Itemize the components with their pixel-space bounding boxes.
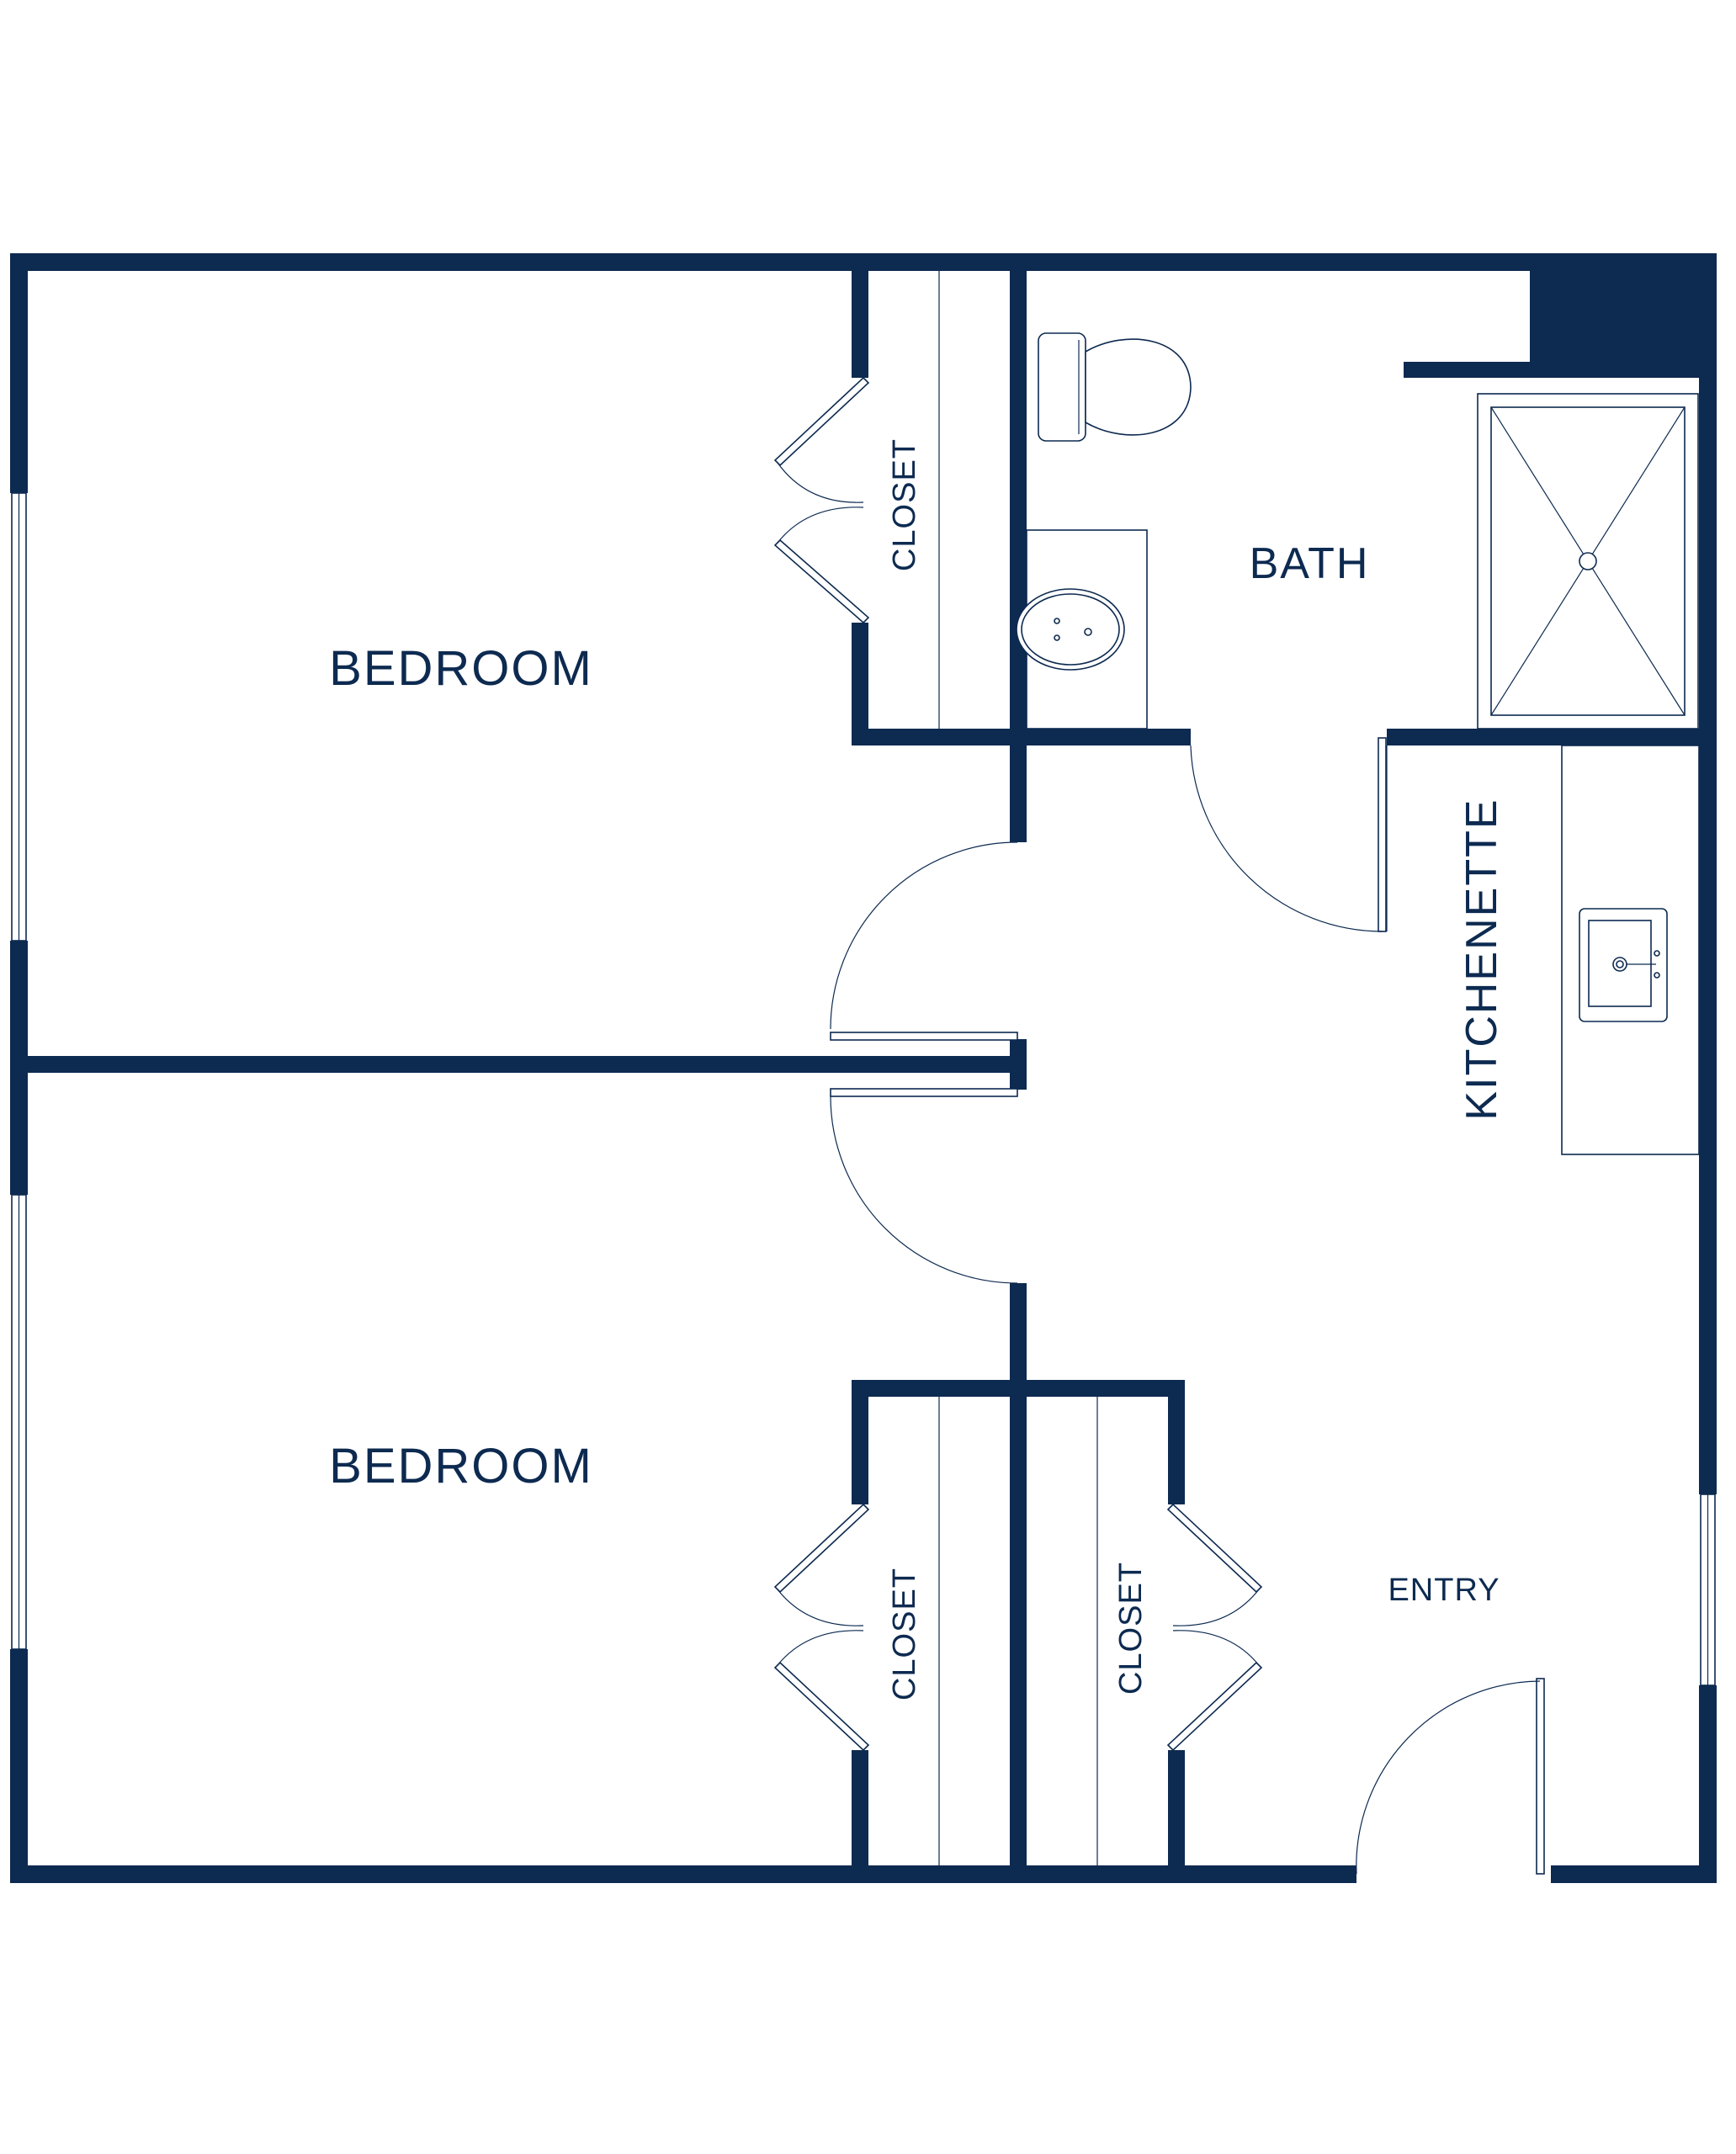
bath-fixtures [1016, 332, 1699, 729]
closet-doors [773, 376, 1263, 1752]
room-labels: BEDROOM BEDROOM BATH KITCHENETTE ENTRY C… [329, 438, 1506, 1700]
kitchenette-fixtures [1386, 745, 1700, 1155]
door-bath [1378, 737, 1387, 932]
swing-doors [830, 737, 1545, 1875]
label-closet-3: CLOSET [1113, 1562, 1149, 1695]
windows [11, 492, 1716, 1686]
closet-shelves [938, 271, 1098, 1865]
label-bath: BATH [1250, 539, 1370, 588]
kitchen-sink-icon [1579, 908, 1668, 1022]
toilet-icon [1038, 332, 1192, 442]
label-closet-2: CLOSET [887, 1568, 922, 1700]
sink-icon [1016, 529, 1148, 729]
label-bedroom-2: BEDROOM [329, 1439, 593, 1493]
door-bedroom-2 [830, 1088, 1018, 1097]
label-bedroom-1: BEDROOM [329, 641, 593, 696]
label-kitchenette: KITCHENETTE [1457, 798, 1506, 1120]
interior-walls [10, 253, 1717, 1883]
door-entry [1536, 1678, 1545, 1875]
door-bedroom-1 [830, 1032, 1018, 1041]
label-entry: ENTRY [1388, 1573, 1500, 1608]
shower-icon [1477, 393, 1699, 729]
label-closet-1: CLOSET [887, 438, 922, 571]
